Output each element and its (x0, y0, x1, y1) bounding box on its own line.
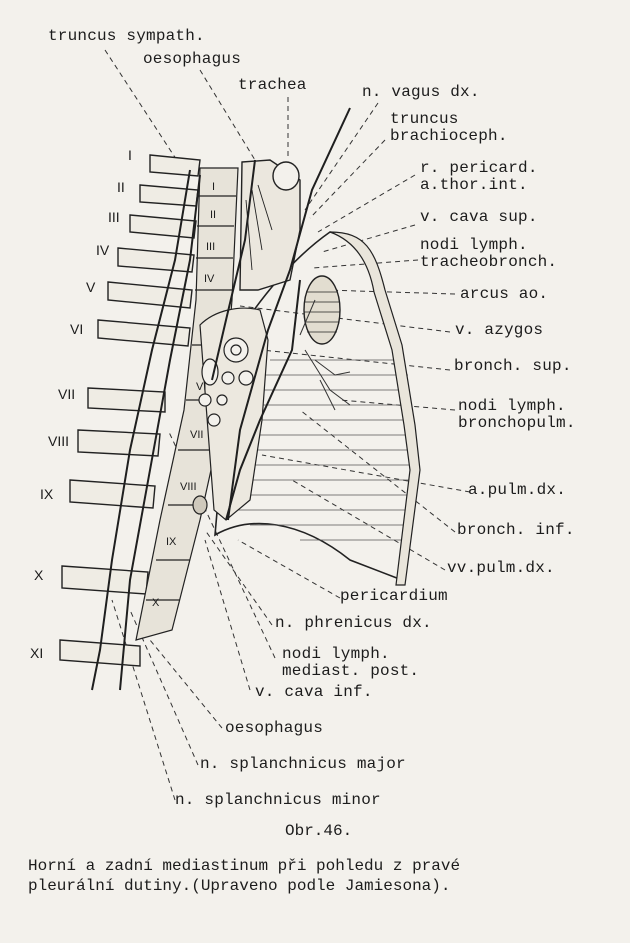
rib-label: VIII (48, 433, 70, 449)
nerves (91, 107, 351, 691)
trachea (239, 159, 301, 291)
label-trachea: trachea (238, 76, 307, 94)
bronchial-branches (299, 299, 351, 411)
rib-label: IX (40, 486, 54, 502)
ribs (59, 154, 201, 667)
rib-label: I (128, 147, 132, 163)
vertebra-label: II (210, 209, 217, 221)
rib-label: II (117, 179, 125, 195)
rib-label: III (108, 209, 120, 225)
label-r-pericard: r. pericard. a.thor.int. (420, 159, 538, 194)
rib-label: V (86, 279, 96, 295)
vertebral-column (135, 167, 239, 641)
label-bronch-sup: bronch. sup. (454, 357, 572, 375)
label-vv-pulm-dx: vv.pulm.dx. (447, 559, 555, 577)
vertebra-label: VI (196, 381, 207, 393)
rib-label: X (34, 567, 44, 583)
label-oesophagus-top: oesophagus (143, 50, 242, 68)
label-nodi-tracheobronch: nodi lymph. tracheobronch. (420, 236, 558, 271)
figure-caption: Horní a zadní mediastinum při pohledu z … (28, 857, 461, 895)
label-n-splanchnicus-major: n. splanchnicus major (200, 755, 406, 773)
label-truncus-sympath: truncus sympath. (48, 27, 205, 45)
label-arcus-ao: arcus ao. (460, 285, 549, 303)
label-v-cava-inf: v. cava inf. (255, 683, 373, 701)
vertebra-label: III (206, 241, 216, 253)
vertebra-label: I (212, 181, 216, 193)
label-bronch-inf: bronch. inf. (457, 521, 575, 539)
vertebra-label: VIII (180, 481, 197, 493)
vertebra-label: IV (204, 273, 215, 285)
figure-number: Obr.46. (285, 822, 353, 840)
label-a-pulm-dx: a.pulm.dx. (468, 481, 567, 499)
rib-label: XI (30, 645, 44, 661)
label-nodi-mediast-post: nodi lymph. mediast. post. (282, 645, 420, 680)
rib-label: VI (70, 321, 84, 337)
vertebra-label: VII (190, 429, 204, 441)
rib-label: IV (96, 242, 110, 258)
rib-label: VII (58, 386, 76, 402)
vertebra-label: X (152, 597, 160, 609)
label-nodi-bronchopulm: nodi lymph. bronchopulm. (458, 397, 576, 432)
label-oesophagus-bottom: oesophagus (225, 719, 324, 737)
label-n-phrenicus-dx: n. phrenicus dx. (275, 614, 432, 632)
label-n-vagus-dx: n. vagus dx. (362, 83, 480, 101)
lung-edge (329, 231, 421, 586)
label-truncus-brachioceph: truncus brachioceph. (390, 110, 508, 145)
label-n-splanchnicus-minor: n. splanchnicus minor (175, 791, 381, 809)
aortic-arch (303, 275, 341, 345)
label-v-azygos: v. azygos (455, 321, 544, 339)
vertebra-label: IX (166, 536, 177, 548)
label-v-cava-sup: v. cava sup. (420, 208, 538, 226)
label-pericardium: pericardium (340, 587, 448, 605)
